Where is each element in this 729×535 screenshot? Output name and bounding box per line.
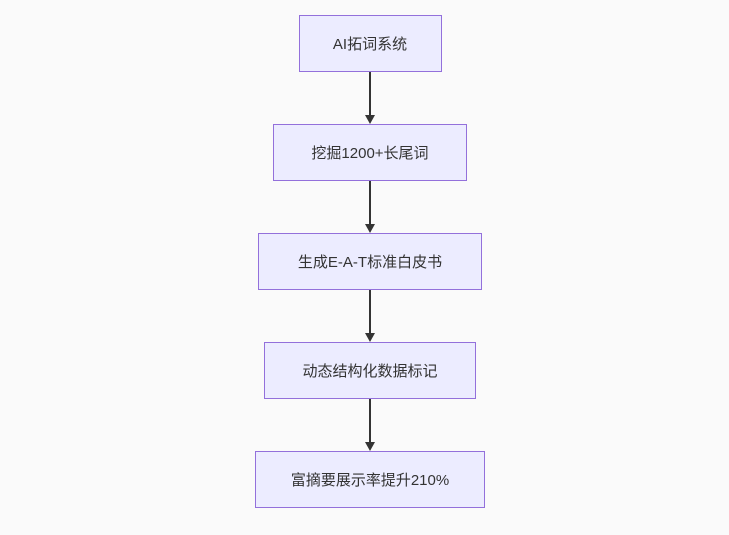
flow-node-label: AI拓词系统 xyxy=(332,36,408,53)
arrow-connector xyxy=(364,290,376,342)
arrowhead-down-icon xyxy=(365,224,375,233)
arrow-connector xyxy=(364,181,376,233)
arrow-line xyxy=(369,72,371,115)
flow-node-structured-data-markup: 动态结构化数据标记 xyxy=(264,342,476,399)
flow-node-label: 挖掘1200+长尾词 xyxy=(311,145,429,162)
flow-node-label: 富摘要展示率提升210% xyxy=(290,472,450,489)
arrow-connector xyxy=(364,72,376,124)
arrowhead-down-icon xyxy=(365,333,375,342)
flow-node-label: 动态结构化数据标记 xyxy=(302,363,438,380)
flowchart: AI拓词系统 挖掘1200+长尾词 生成E-A-T标准白皮书 动态结构化数据标记… xyxy=(0,15,729,508)
arrow-line xyxy=(369,181,371,224)
flow-node-rich-snippet-rate: 富摘要展示率提升210% xyxy=(255,451,485,508)
flow-node-label: 生成E-A-T标准白皮书 xyxy=(297,254,443,271)
arrow-connector xyxy=(364,399,376,451)
flow-node-ai-keyword-system: AI拓词系统 xyxy=(298,15,442,72)
flow-node-longtail-mining: 挖掘1200+长尾词 xyxy=(273,124,467,181)
arrow-line xyxy=(369,290,371,333)
arrowhead-down-icon xyxy=(365,115,375,124)
arrowhead-down-icon xyxy=(365,442,375,451)
flow-node-eat-whitepaper: 生成E-A-T标准白皮书 xyxy=(258,233,482,290)
arrow-line xyxy=(369,399,371,442)
